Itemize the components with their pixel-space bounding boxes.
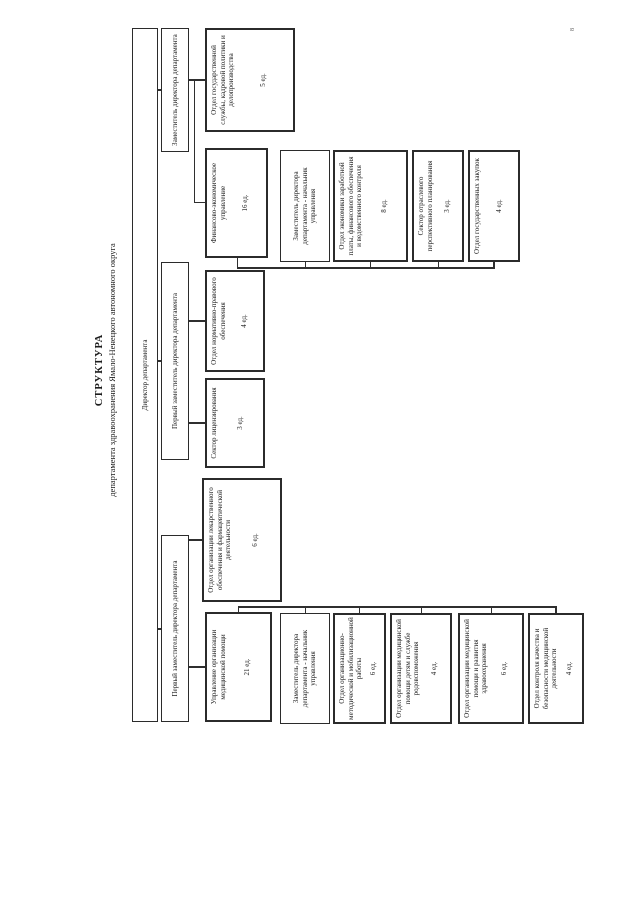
connector — [304, 606, 306, 613]
box-legal-label: Отдел нормативно-правового обеспечения — [210, 277, 227, 365]
box-medical-care-directorate-count: 21 ед. — [243, 658, 252, 676]
box-civil-service: Отдел государственной службы, кадровой п… — [205, 28, 295, 132]
box-finance-directorate-count: 16 ед. — [241, 194, 250, 212]
box-medical-care-directorate: Управление организации медицинской помощ… — [205, 612, 272, 722]
box-medcare-children: Отдел организации медицинской помощи дет… — [390, 613, 452, 724]
connector — [420, 606, 422, 613]
box-medcare-orgmethod-label: Отдел организационно-методической и моби… — [338, 617, 364, 720]
connector — [358, 606, 360, 613]
box-finance-directorate: Финансово-экономическое управление 16 ед… — [205, 148, 268, 258]
connector — [189, 666, 205, 668]
connector — [437, 262, 439, 269]
connector — [236, 258, 238, 269]
box-finance-head-label: Заместитель директора департамента - нач… — [292, 167, 318, 245]
connector — [189, 79, 205, 81]
box-medcare-orgmethod: Отдел организационно-методической и моби… — [333, 613, 386, 724]
box-deputy-b-label: Первый заместитель директора департамент… — [170, 292, 179, 430]
box-finance-procurement-label: Отдел государственных закупок — [473, 158, 481, 254]
box-medcare-development-label: Отдел организации медицинской помощи и р… — [463, 619, 489, 718]
connector — [189, 320, 205, 322]
connector — [189, 539, 202, 541]
box-finance-economics-label: Отдел экономики заработной платы, финанс… — [338, 156, 364, 256]
box-civil-service-label: Отдел государственной службы, кадровой п… — [210, 35, 236, 125]
box-pharma-label: Отдел организации лекарственного обеспеч… — [207, 487, 233, 593]
box-deputy-c: Первый заместитель директора департамент… — [161, 535, 189, 722]
connector — [304, 262, 306, 269]
box-finance-planning: Сектор отраслевого перспективного планир… — [412, 150, 464, 262]
connector — [158, 628, 161, 630]
box-medcare-children-count: 4 ед. — [430, 661, 439, 676]
box-finance-economics-count: 8 ед. — [379, 199, 388, 213]
connector — [490, 606, 492, 613]
box-legal-count: 4 ед. — [239, 314, 248, 328]
connector — [158, 89, 161, 91]
box-director-label: Директор департамента — [140, 339, 149, 411]
connector — [194, 202, 205, 204]
box-legal: Отдел нормативно-правового обеспечения 4… — [205, 270, 265, 372]
box-civil-service-count: 5 ед. — [259, 73, 268, 87]
box-medcare-development-count: 6 ед. — [500, 661, 509, 676]
box-finance-procurement-count: 4 ед. — [494, 199, 503, 213]
connector — [193, 79, 195, 203]
connector — [369, 262, 371, 269]
box-medcare-orgmethod-count: 6 ед. — [368, 661, 377, 676]
box-licensing-label: Сектор лицензирования — [210, 387, 218, 459]
connector — [555, 606, 557, 613]
box-medcare-quality-label: Отдел контроля качества и безопасности м… — [533, 627, 559, 710]
box-medcare-children-label: Отдел организации медицинской помощи дет… — [395, 619, 421, 718]
box-deputy-a: Заместитель директора департамента — [161, 28, 189, 152]
connector-bus — [237, 267, 495, 269]
chart-title-sub: департамента здравоохранения Ямало-Ненец… — [107, 243, 117, 497]
box-deputy-a-label: Заместитель директора департамента — [170, 34, 179, 146]
box-director: Директор департамента — [132, 28, 158, 722]
connector — [158, 360, 161, 362]
box-finance-economics: Отдел экономики заработной платы, финанс… — [333, 150, 408, 262]
box-medcare-quality: Отдел контроля качества и безопасности м… — [528, 613, 584, 724]
box-pharma-count: 6 ед. — [251, 533, 260, 547]
box-medcare-development: Отдел организации медицинской помощи и р… — [458, 613, 524, 724]
box-medcare-quality-count: 4 ед. — [565, 661, 574, 676]
chart-title: СТРУКТУРА департамента здравоохранения Я… — [94, 70, 117, 670]
box-finance-planning-label: Сектор отраслевого перспективного планир… — [417, 160, 434, 252]
box-medcare-head-label: Заместитель директора департамента - нач… — [292, 629, 318, 708]
box-deputy-b: Первый заместитель директора департамент… — [161, 262, 189, 460]
connector-bus — [238, 606, 557, 608]
box-finance-procurement: Отдел государственных закупок 4 ед. — [468, 150, 520, 262]
box-medical-care-directorate-label: Управление организации медицинской помощ… — [210, 629, 227, 705]
box-finance-directorate-label: Финансово-экономическое управление — [210, 162, 227, 244]
connector — [189, 422, 205, 424]
box-deputy-c-label: Первый заместитель директора департамент… — [170, 560, 179, 697]
box-licensing: Сектор лицензирования 3 ед. — [205, 378, 265, 468]
connector — [237, 606, 239, 612]
box-pharma: Отдел организации лекарственного обеспеч… — [202, 478, 282, 602]
page-mark: 8 — [570, 28, 576, 31]
box-medcare-head: Заместитель директора департамента - нач… — [280, 613, 330, 724]
chart-title-main: СТРУКТУРА — [94, 333, 105, 407]
box-finance-planning-count: 3 ед. — [442, 199, 451, 213]
box-finance-head: Заместитель директора департамента - нач… — [280, 150, 330, 262]
box-licensing-count: 3 ед. — [235, 416, 244, 430]
connector — [493, 262, 495, 269]
